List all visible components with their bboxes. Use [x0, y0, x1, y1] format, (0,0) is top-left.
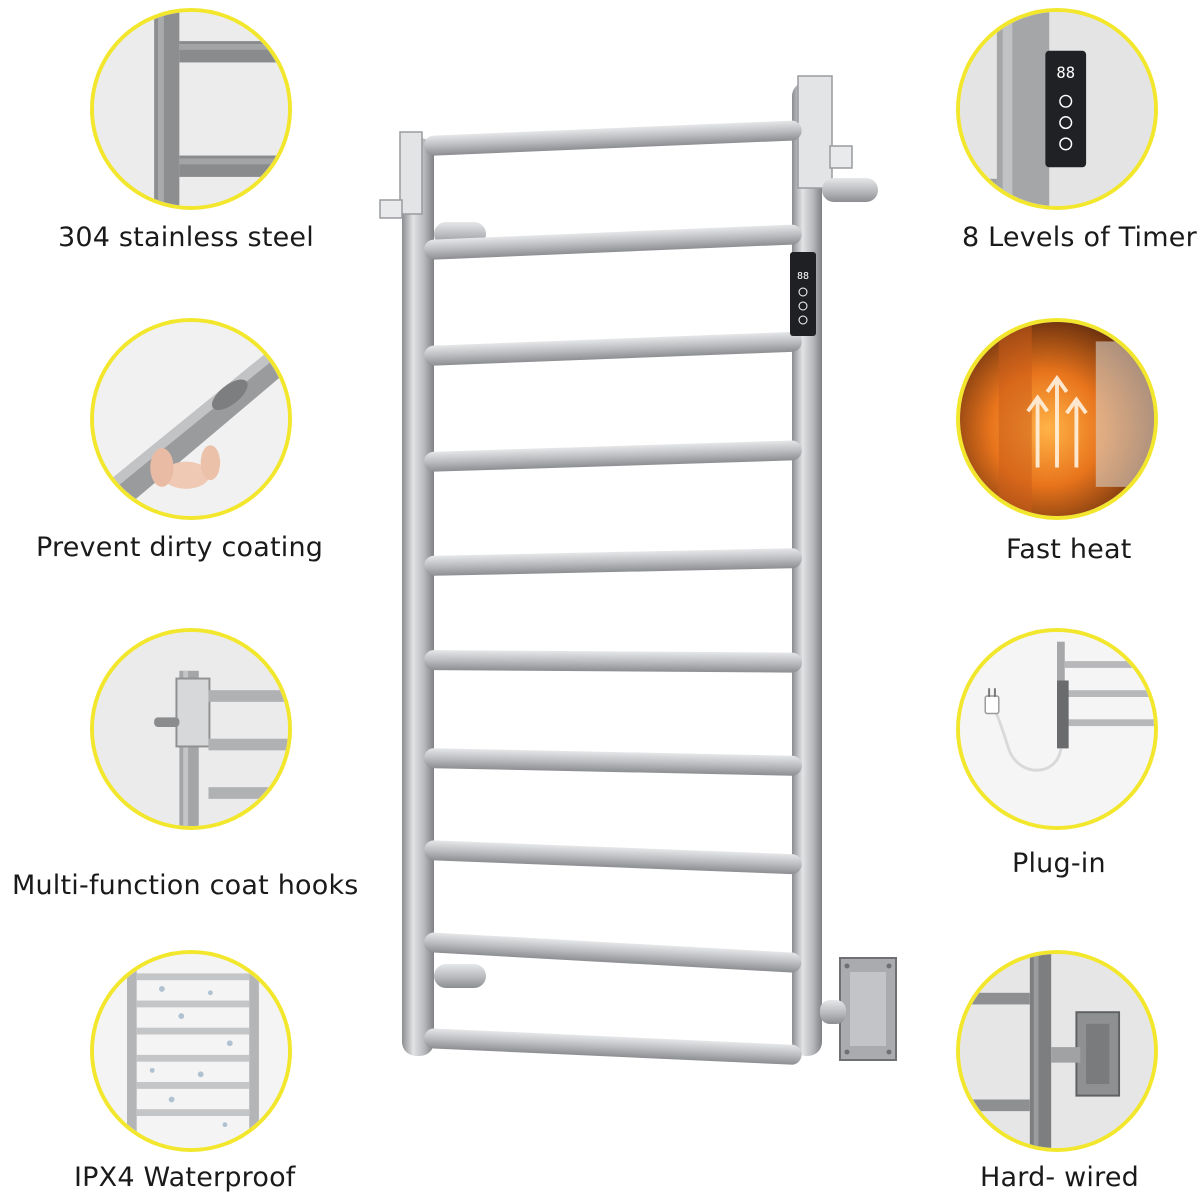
- water-droplets-rack-icon: [90, 950, 292, 1152]
- wall-mount-plate-icon: [956, 950, 1158, 1152]
- control-panel-display: 88: [797, 271, 809, 282]
- caption-coat-hooks: Multi-function coat hooks: [12, 870, 359, 901]
- towel-warmer-rack: 88: [360, 60, 920, 1120]
- timer-control-panel: 88: [790, 252, 816, 336]
- caption-plug-in: Plug-in: [1012, 848, 1106, 879]
- caption-timer: 8 Levels of Timer: [962, 222, 1197, 253]
- timer-control-panel-icon: 88: [956, 8, 1158, 210]
- caption-waterproof: IPX4 Waterproof: [74, 1162, 296, 1193]
- wall-mount-plate: [820, 957, 897, 1061]
- power-plug-cord-icon: [956, 628, 1158, 830]
- caption-stainless-steel: 304 stainless steel: [58, 222, 314, 253]
- steel-rail-closeup-icon: [90, 8, 292, 210]
- towel-bars: [423, 120, 802, 1065]
- caption-dirty-coating: Prevent dirty coating: [36, 532, 324, 563]
- svg-text:88: 88: [1056, 64, 1075, 82]
- coat-hook-bracket-icon: [90, 628, 292, 830]
- finger-wipe-rail-icon: [90, 318, 292, 520]
- left-post: [402, 138, 434, 1056]
- heat-arrows-glow-icon: [956, 318, 1158, 520]
- caption-hard-wired: Hard- wired: [980, 1162, 1139, 1193]
- caption-fast-heat: Fast heat: [1006, 534, 1132, 565]
